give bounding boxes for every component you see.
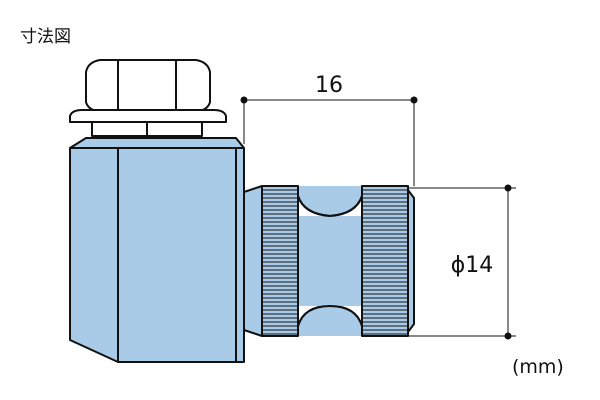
shaft	[243, 185, 415, 337]
diameter-dimension-label: ϕ14	[451, 253, 494, 278]
hex-bolt-head	[69, 59, 227, 137]
main-body-block	[69, 137, 245, 363]
unit-label: (mm)	[512, 356, 564, 378]
length-dimension-label: 16	[315, 73, 343, 98]
drawing-title: 寸法図	[20, 27, 71, 47]
diameter-dimension	[408, 184, 516, 340]
length-dimension	[240, 96, 418, 186]
